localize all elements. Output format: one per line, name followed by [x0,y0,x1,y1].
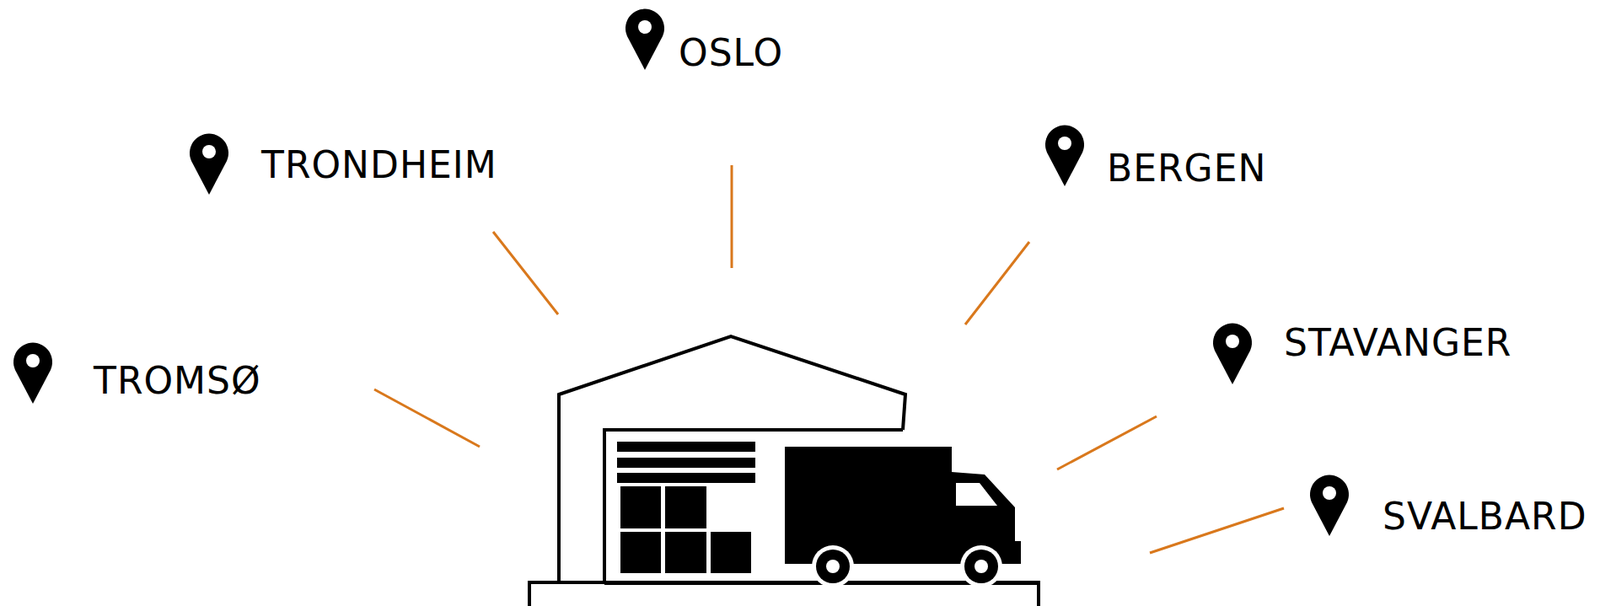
leader-line [493,231,559,315]
wheel-gap [960,545,1003,588]
city-label: OSLO [678,34,784,72]
pin-hole [1225,334,1240,349]
box [620,486,661,529]
wheel-hub [974,559,988,574]
truck-wheel [964,549,999,584]
location-pins [13,9,1349,537]
location-pin [1213,323,1252,385]
shelf [617,457,756,468]
location-pin [189,134,229,195]
location-pin [625,9,665,70]
wheel-gap [811,545,854,588]
location-pin [13,343,53,404]
pin-hole [638,20,652,34]
city-label: BERGEN [1106,150,1267,188]
box [710,531,752,574]
truck [784,446,1021,588]
city-label: TRONDHEIM [261,146,498,184]
box [620,531,661,574]
box [665,486,707,529]
pin-hole [202,144,216,159]
shelf [617,441,756,452]
warehouse-building [529,336,1039,606]
shelves-and-boxes [617,441,756,574]
pin-hole [1322,486,1337,500]
city-label: TROMSØ [93,362,262,400]
city-label: STAVANGER [1283,324,1512,362]
wheel-hub [826,559,840,574]
truck-cargo [784,446,952,564]
box [665,531,707,574]
leader-line [1149,508,1284,554]
truck-wheel [816,549,850,584]
shelf [617,472,756,484]
leader-line [730,165,734,269]
pin-hole [26,354,40,368]
truck-window [955,483,998,506]
leader-line [1057,416,1157,470]
pin-hole [1057,136,1072,151]
location-pin [1045,125,1085,187]
leader-line [965,241,1030,325]
location-pin [1310,475,1349,537]
city-label: SVALBARD [1382,498,1588,536]
leader-line [374,389,480,447]
warehouse-base [529,582,1039,606]
